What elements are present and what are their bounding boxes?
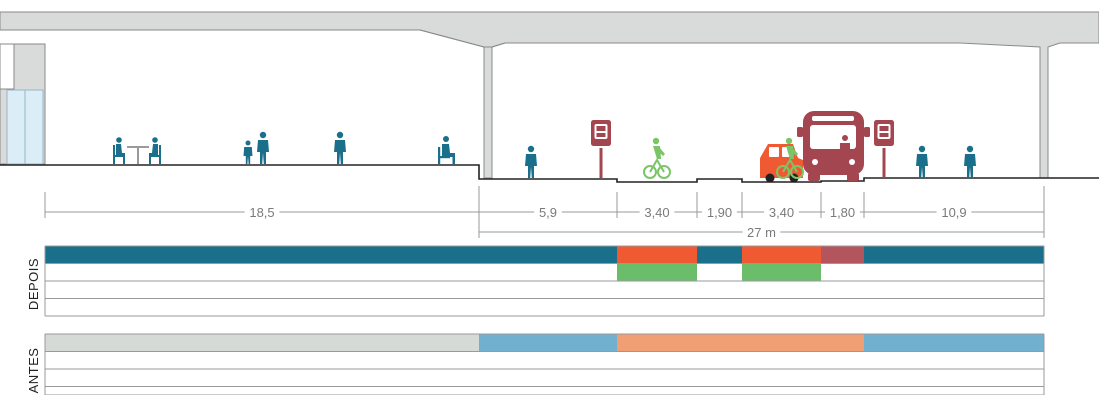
table-label: DEPOIS [26,258,41,310]
table-cell [821,246,864,264]
table-cell [617,369,697,387]
table-cell [864,263,1044,281]
dimension-label: 18,5 [249,205,274,220]
table-with-chairs-icon [113,137,161,164]
table-cell [864,281,1044,299]
dimension-label: 3,40 [644,205,669,220]
dimension-label: 1,80 [830,205,855,220]
pedestrian-icon [964,145,976,178]
table-cell [821,386,864,395]
table-cell [864,246,1044,264]
table-cell [479,351,617,369]
table-cell [864,334,1044,352]
table-cell [479,386,617,395]
table-cell [742,263,821,281]
table-cell [617,351,697,369]
table-cell [697,246,742,264]
dimension-label-bg [639,204,675,220]
pedestrian-icon [916,145,928,178]
table-cell [821,298,864,316]
table-cell [45,386,479,395]
bus-icon [797,111,870,181]
family-pedestrians-icon [243,131,269,164]
table-cell [479,298,617,316]
table-cell [617,281,697,299]
table-cell [45,281,479,299]
table-depois: DEPOIS [26,245,1045,317]
comparison-tables: DEPOIS ANTES [26,245,1045,395]
table-cell [617,263,697,281]
table-cell [45,246,479,264]
table-cell [697,263,742,281]
table-cell [742,281,821,299]
table-cell [479,263,617,281]
pedestrian-icon [525,145,537,178]
dimension-label-bg [825,204,860,220]
table-cell [742,369,821,387]
bus-stop-sign-icon [874,120,894,178]
table-cell [742,386,821,395]
table-cell [617,298,697,316]
total-dimension: 27 m [742,224,781,240]
dimension-label-bg [244,204,280,220]
table-cell [697,351,742,369]
table-antes: ANTES [26,333,1045,395]
pedestrian-icon [334,131,346,164]
pillar-left-bracket [419,29,506,48]
table-cell [742,334,821,352]
table-cell [617,334,697,352]
table-cell [864,386,1044,395]
table-cell [821,263,864,281]
dimension-label-bg [764,204,799,220]
table-cell [479,281,617,299]
table-cell [45,334,479,352]
total-dimension-label: 27 m [747,225,776,240]
bus-stop-sign-icon [591,120,611,178]
building [0,43,46,165]
dimension-label: 3,40 [769,205,794,220]
table-cell [697,298,742,316]
table-cell [742,351,821,369]
table-cell [45,351,479,369]
total-label-bg [742,224,781,240]
dimension-label-bg [702,204,737,220]
table-cell [617,246,697,264]
dimension-label-bg [936,204,972,220]
elevated-structure [0,11,1099,179]
table-cell [45,369,479,387]
table-cell [479,334,617,352]
table-cell [697,369,742,387]
table-cell [697,386,742,395]
table-cell [821,334,864,352]
table-cell [479,246,617,264]
table-cell [45,263,479,281]
table-cell [45,298,479,316]
dimension-label: 1,90 [707,205,732,220]
dimension-labels: 18,5 5,9 3,40 1,90 3,40 1,80 10,9 [244,204,972,220]
table-cell [742,298,821,316]
table-label: ANTES [26,348,41,394]
table-cell [864,298,1044,316]
table-cell [864,351,1044,369]
dimension-label-bg [534,204,562,220]
cyclist-icon [643,136,671,179]
table-cell [742,246,821,264]
table-cell [479,369,617,387]
table-cell [697,334,742,352]
car-icon [760,144,803,183]
table-cell [697,281,742,299]
table-cell [821,369,864,387]
table-cell [821,351,864,369]
seated-person-icon [438,136,455,164]
ground-profile [0,164,1099,183]
dimension-label: 10,9 [941,205,966,220]
table-cell [617,386,697,395]
table-cell [821,281,864,299]
table-cell [864,369,1044,387]
dimension-label: 5,9 [539,205,557,220]
